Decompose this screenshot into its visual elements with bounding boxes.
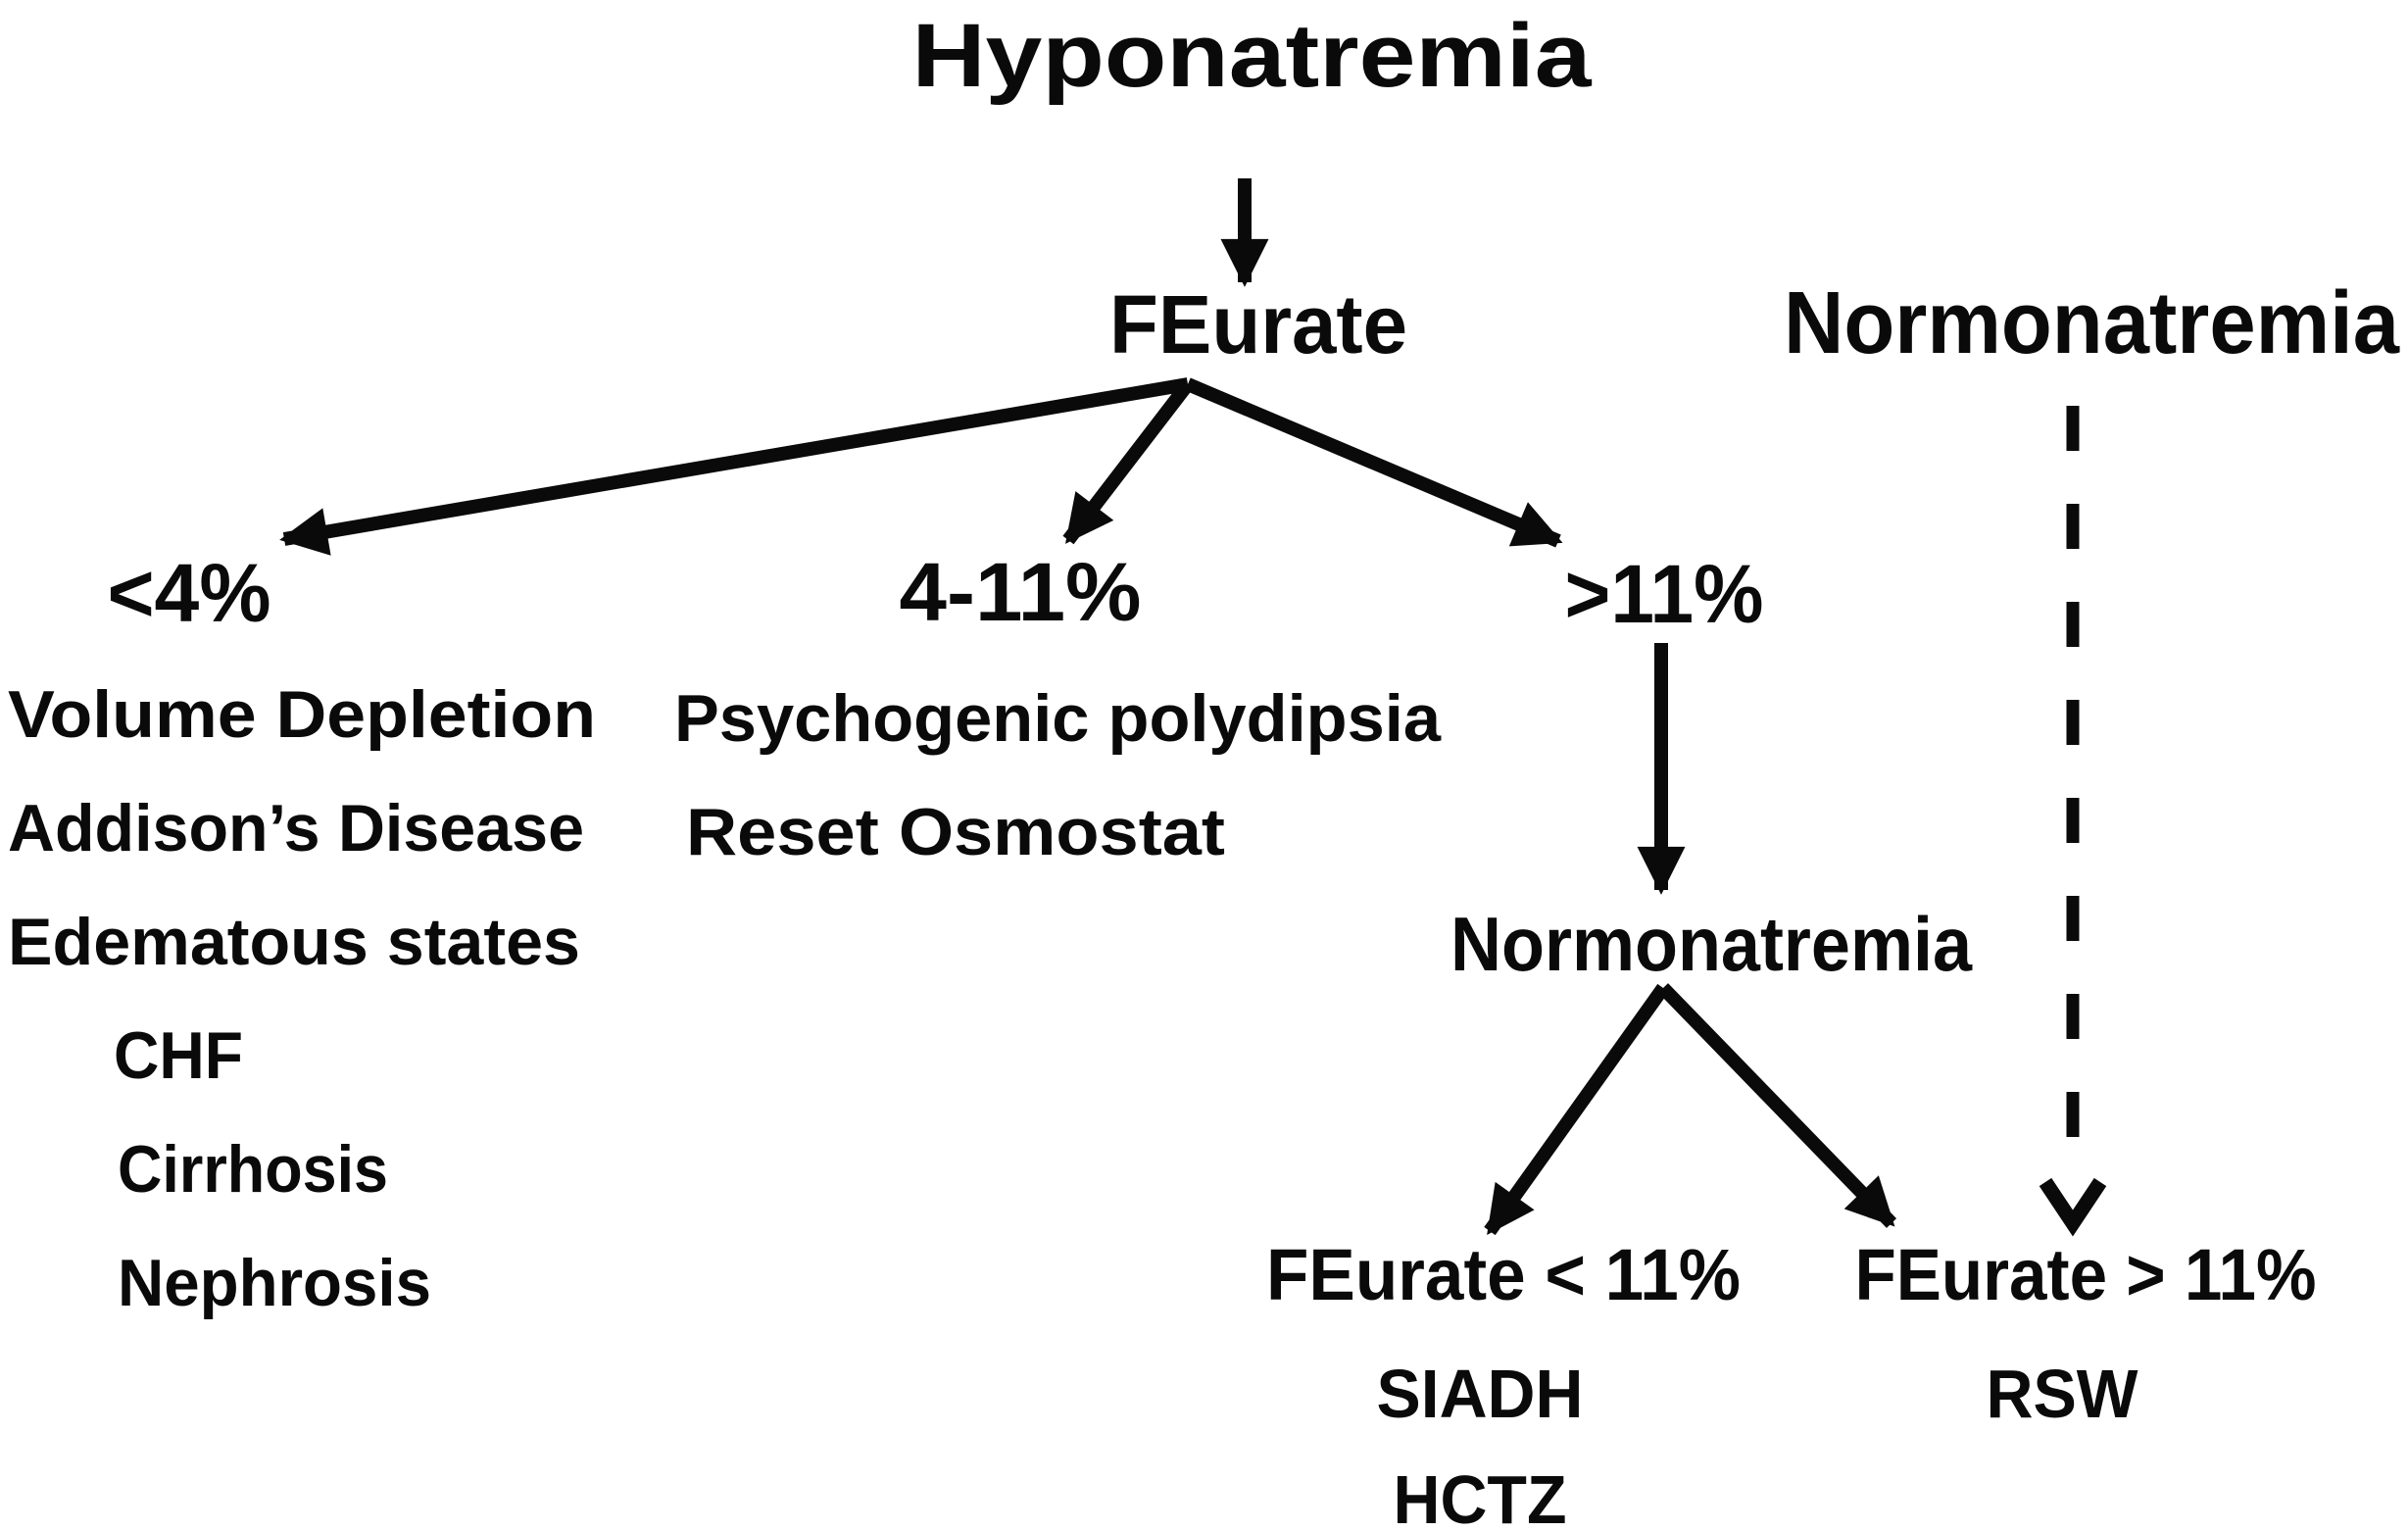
- list-item-rsw: RSW: [1987, 1356, 2138, 1432]
- arrow-feurate-to-4-11: [1062, 379, 1194, 545]
- arrow-feurate-to-gt11: [1185, 377, 1563, 548]
- list-item-volume-depletion: Volume Depletion: [8, 677, 596, 752]
- list-item-psychogenic-polydipsia: Psychogenic polydipsia: [674, 681, 1442, 756]
- branch-label-lt4: <4%: [108, 547, 271, 639]
- node-normonatremia-mid: Normonatremia: [1450, 901, 1973, 987]
- lt4-cause-list: Volume Depletion Addison’s Disease Edema…: [8, 677, 596, 1320]
- recheck-outcomes: FEurate < 11% FEurate > 11% SIADH RSW HC…: [1266, 1234, 2317, 1531]
- list-item-addisons-disease: Addison’s Disease: [8, 791, 584, 865]
- mid-cause-list: Psychogenic polydipsia Reset Osmostat: [674, 681, 1442, 869]
- node-feurate: FEurate: [1109, 278, 1407, 370]
- chevron-down-arrowhead-icon: [2039, 1177, 2107, 1237]
- flowchart-edges: [279, 178, 2107, 1237]
- branch-label-4-11: 4-11%: [900, 546, 1142, 638]
- node-normonatremia-top: Normonatremia: [1784, 274, 2400, 372]
- branch-label-gt11: >11%: [1565, 548, 1764, 640]
- arrow-normonatremia-to-feurate-lt11: [1484, 983, 1669, 1236]
- list-item-nephrosis: Nephrosis: [118, 1246, 431, 1320]
- arrow-feurate-to-lt4: [279, 377, 1190, 556]
- list-item-chf: CHF: [114, 1018, 243, 1093]
- list-item-cirrhosis: Cirrhosis: [118, 1132, 388, 1207]
- list-item-edematous-states: Edematous states: [8, 905, 580, 979]
- flowchart-nodes: Hyponatremia FEurate Normonatremia <4% 4…: [108, 6, 2400, 987]
- arrow-normonatremia-to-feurate-gt11: [1657, 983, 1897, 1228]
- dashed-arrow-normonatremia-to-feurate-gt11: [2039, 406, 2107, 1237]
- title-hyponatremia: Hyponatremia: [912, 6, 1593, 106]
- node-feurate-lt11: FEurate < 11%: [1266, 1234, 1741, 1315]
- list-item-hctz: HCTZ: [1394, 1461, 1567, 1531]
- node-feurate-gt11: FEurate > 11%: [1855, 1234, 2317, 1315]
- list-item-siadh: SIADH: [1377, 1356, 1584, 1432]
- list-item-reset-osmostat: Reset Osmostat: [686, 795, 1225, 869]
